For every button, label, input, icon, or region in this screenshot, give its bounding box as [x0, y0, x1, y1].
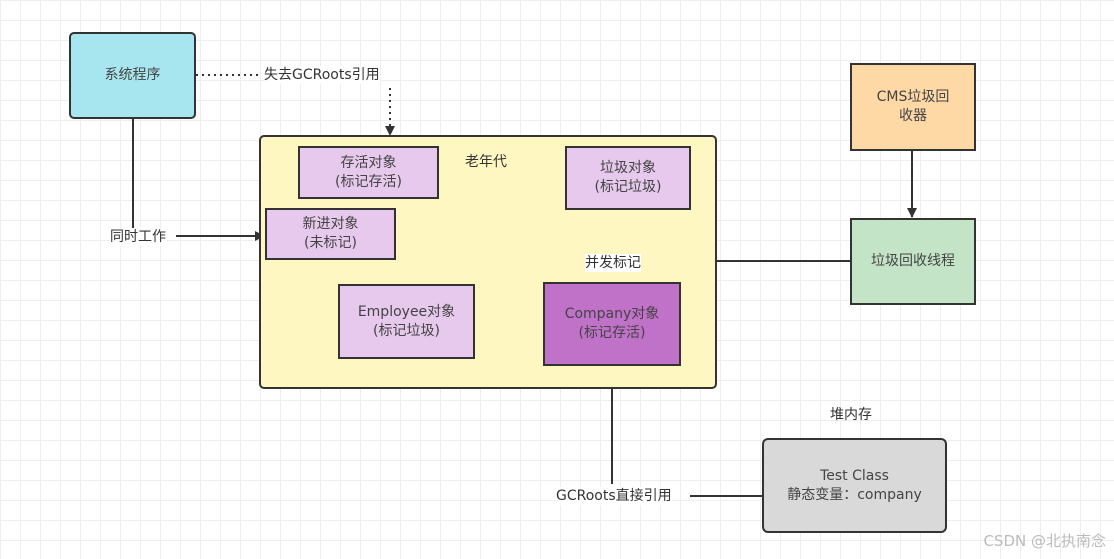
gc-thread-node[interactable]: 垃圾回收线程 [850, 218, 976, 305]
node-sublabel: (标记存活) [335, 173, 402, 190]
node-label: 系统程序 [104, 67, 161, 83]
node-label: 存活对象 [340, 154, 397, 171]
node-label: Test Class [820, 467, 889, 484]
node-sublabel: (标记垃圾) [594, 179, 662, 195]
system-program-node[interactable]: 系统程序 [69, 32, 196, 119]
edge-label-concurrent-work: 同时工作 [110, 228, 166, 246]
node-label: Employee对象 [357, 303, 456, 320]
old-gen-label: 老年代 [465, 154, 507, 170]
watermark: CSDN @北执南念 [983, 532, 1106, 550]
node-sublabel: (未标记) [304, 235, 357, 251]
new-object-node[interactable]: 新进对象 (未标记) [265, 208, 396, 260]
cms-collector-node[interactable]: CMS垃圾回 收器 [850, 63, 976, 151]
node-sublabel: (标记存活) [578, 325, 646, 341]
edge-label-concurrent-mark: 并发标记 [585, 254, 641, 272]
garbage-object-node[interactable]: 垃圾对象 (标记垃圾) [565, 146, 691, 210]
node-sublabel: 静态变量：company [787, 486, 922, 503]
edge-label-gcroots-direct: GCRoots直接引用 [556, 487, 672, 505]
node-sublabel: 收器 [899, 108, 927, 124]
node-label: Company对象 [564, 306, 660, 322]
node-label: 垃圾对象 [600, 160, 656, 176]
heap-label: 堆内存 [830, 407, 872, 423]
node-label: CMS垃圾回 [876, 89, 950, 105]
live-object-node[interactable]: 存活对象 (标记存活) [298, 146, 439, 199]
test-class-node[interactable]: Test Class 静态变量：company [762, 438, 947, 533]
node-sublabel: (标记垃圾) [373, 322, 440, 339]
company-object-node[interactable]: Company对象 (标记存活) [543, 282, 681, 366]
edge-label-lost-gcroots: 失去GCRoots引用 [264, 66, 380, 84]
node-label: 垃圾回收线程 [871, 253, 955, 269]
employee-object-node[interactable]: Employee对象 (标记垃圾) [338, 284, 475, 359]
node-label: 新进对象 [302, 216, 359, 232]
